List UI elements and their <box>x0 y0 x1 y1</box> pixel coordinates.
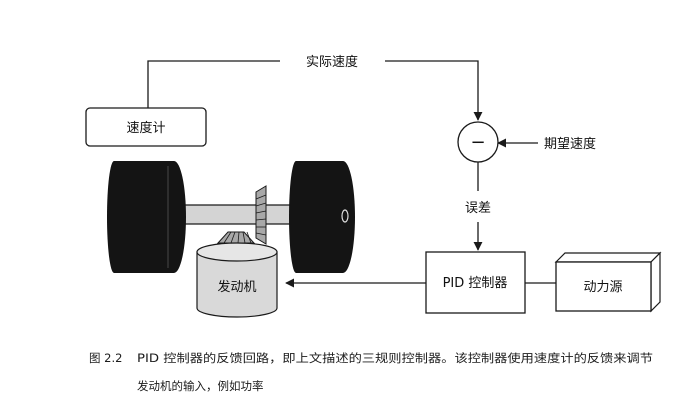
desired-speed-label: 期望速度 <box>544 136 596 152</box>
comparator-node: − <box>457 121 499 163</box>
axle-assembly <box>107 161 355 273</box>
right-wheel <box>289 161 355 273</box>
actual-speed-label: 实际速度 <box>306 54 358 70</box>
pinion-gear <box>216 231 256 244</box>
caption-number: 图 2.2 <box>89 351 122 365</box>
engine-label: 发动机 <box>217 279 256 295</box>
caption-line-2: 发动机的输入，例如功率 <box>137 379 264 393</box>
speedometer-label: 速度计 <box>126 120 165 136</box>
figure-caption: 图 2.2 PID 控制器的反馈回路，即上文描述的三规则控制器。该控制器使用速度… <box>89 351 653 393</box>
minus-sign: − <box>470 132 485 153</box>
left-wheel <box>107 161 186 273</box>
power-source-node: 动力源 <box>554 251 662 313</box>
pid-controller-node: PID 控制器 <box>425 251 526 314</box>
speedometer-node: 速度计 <box>85 107 207 147</box>
pid-controller-label: PID 控制器 <box>443 276 508 291</box>
engine-node: 发动机 <box>196 231 278 318</box>
connector-actual-to-comparator <box>385 60 483 121</box>
connector-speedometer-to-actual <box>147 60 280 108</box>
error-label: 误差 <box>465 201 491 216</box>
ring-gear <box>255 185 267 245</box>
caption-line-1: PID 控制器的反馈回路，即上文描述的三规则控制器。该控制器使用速度计的反馈来调… <box>137 351 653 365</box>
power-source-label: 动力源 <box>583 280 622 295</box>
